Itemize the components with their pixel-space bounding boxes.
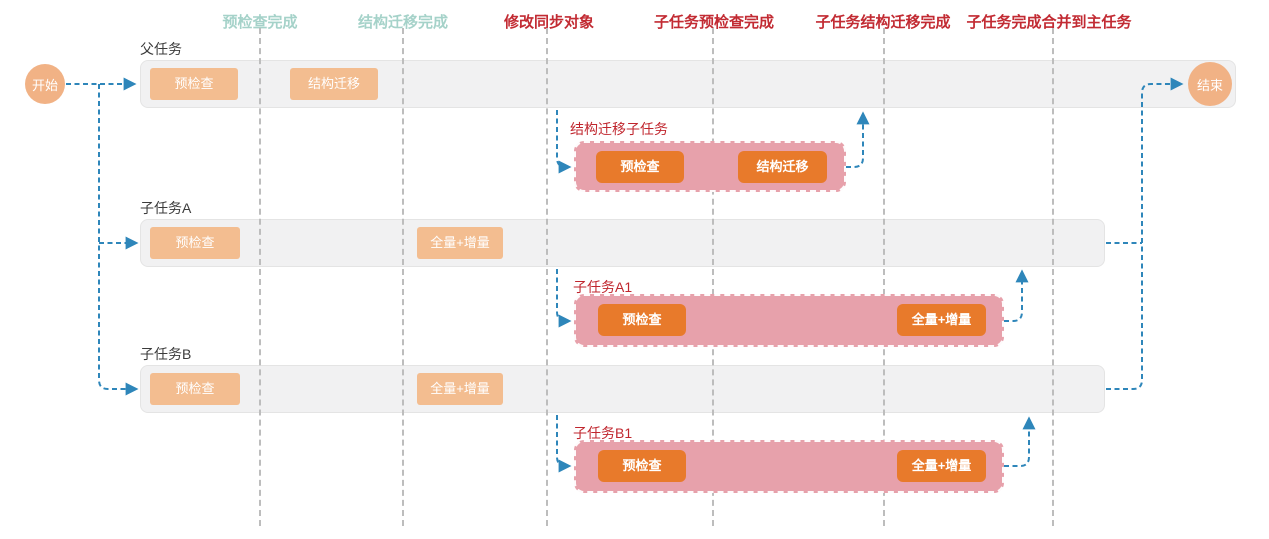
milestone-struct-migration-done: 结构迁移完成	[357, 14, 449, 31]
step-childa-precheck: 预检查	[150, 227, 240, 259]
start-node: 开始	[25, 64, 65, 104]
arrow-child-a-to-a1	[556, 269, 572, 328]
column-line-2	[402, 28, 404, 526]
step-parent-precheck: 预检查	[150, 68, 238, 100]
column-line-1	[259, 28, 261, 526]
milestone-subtask-precheck-done: 子任务预检查完成	[653, 14, 775, 31]
arrow-child-b-to-b1	[556, 415, 572, 473]
step-a1-precheck: 预检查	[598, 304, 686, 336]
lane-bar-child-task-a	[140, 219, 1105, 267]
arrow-start-to-child-b	[98, 84, 139, 396]
arrow-child-b-to-end	[1106, 77, 1184, 390]
lane-label-parent-task: 父任务	[140, 41, 182, 57]
step-a1-full-incr: 全量+增量	[897, 304, 986, 336]
column-line-6	[1052, 28, 1054, 526]
step-childb-full-incr: 全量+增量	[417, 373, 503, 405]
step-b1-full-incr: 全量+增量	[897, 450, 986, 482]
arrow-b1-to-child-b	[1004, 416, 1036, 467]
step-childb-precheck: 预检查	[150, 373, 240, 405]
lane-label-child-task-b: 子任务B	[140, 346, 192, 362]
column-line-5	[883, 28, 885, 526]
step-parent-struct-migration: 结构迁移	[290, 68, 378, 100]
milestone-precheck-done: 预检查完成	[222, 14, 298, 31]
step-structsub-struct-migration: 结构迁移	[738, 151, 827, 183]
subtask-label-child-b1: 子任务B1	[573, 425, 633, 441]
arrow-parent-to-struct-subtask	[556, 110, 572, 174]
subtask-label-struct-migration: 结构迁移子任务	[570, 121, 668, 137]
milestone-subtask-merged: 子任务完成合并到主任务	[966, 14, 1132, 31]
milestone-modify-sync-objects: 修改同步对象	[503, 14, 595, 31]
step-childa-full-incr: 全量+增量	[417, 227, 503, 259]
arrow-a1-to-child-a	[1004, 269, 1029, 322]
lane-label-child-task-a: 子任务A	[140, 200, 192, 216]
step-structsub-precheck: 预检查	[596, 151, 684, 183]
step-b1-precheck: 预检查	[598, 450, 686, 482]
arrow-struct-subtask-to-parent	[846, 111, 870, 168]
end-node: 结束	[1188, 62, 1232, 106]
column-line-3	[546, 28, 548, 526]
lane-bar-child-task-b	[140, 365, 1105, 413]
milestone-subtask-struct-done: 子任务结构迁移完成	[815, 14, 951, 31]
subtask-label-child-a1: 子任务A1	[573, 279, 633, 295]
column-line-4	[712, 28, 714, 526]
